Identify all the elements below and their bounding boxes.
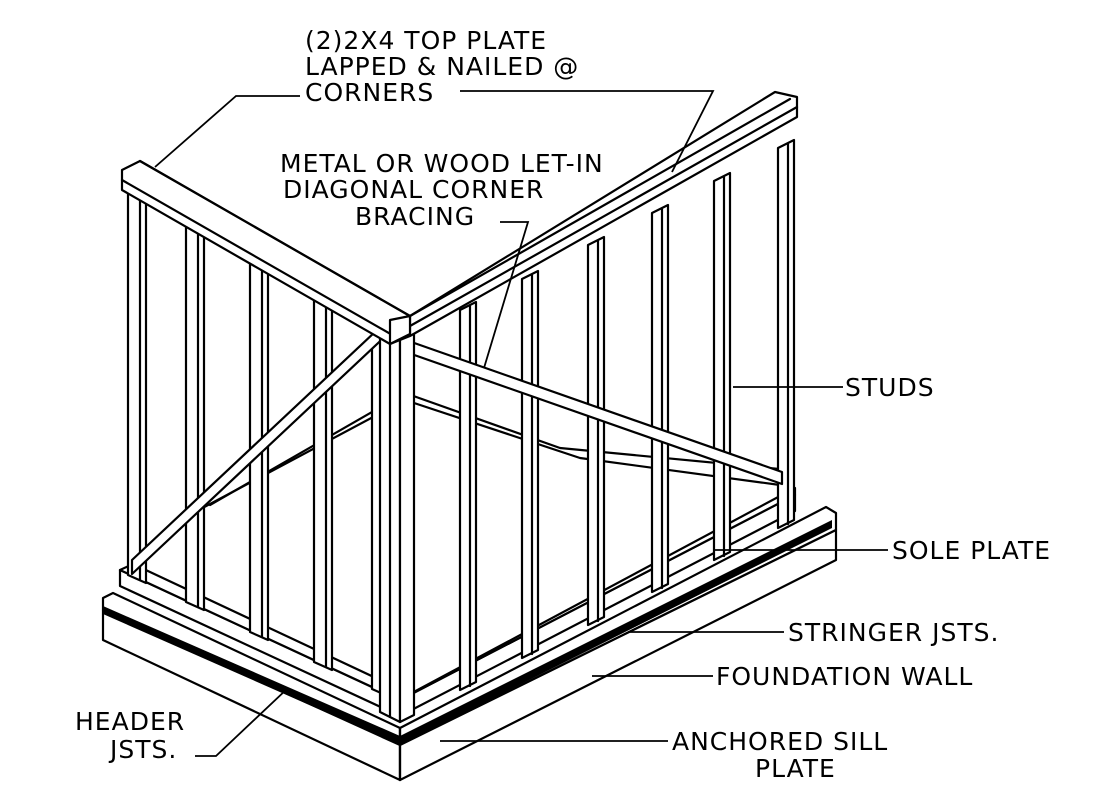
label-top-plate-line1: (2)2X4 TOP PLATE <box>305 26 547 55</box>
foundation-wall <box>101 505 838 782</box>
label-sole-plate: SOLE PLATE <box>892 536 1051 565</box>
label-bracing-line2: DIAGONAL CORNER <box>283 175 544 204</box>
label-top-plate-line2: LAPPED & NAILED @ <box>305 52 579 81</box>
label-studs: STUDS <box>845 373 935 402</box>
corner-post <box>378 320 416 724</box>
top-plate <box>120 90 799 346</box>
leader-lines <box>154 90 888 757</box>
label-bracing-line3: BRACING <box>355 202 475 231</box>
interior-floor-lines <box>178 391 792 522</box>
label-bracing-line1: METAL OR WOOD LET-IN <box>280 149 604 178</box>
label-top-plate-line3: CORNERS <box>305 78 434 107</box>
label-foundation-wall: FOUNDATION WALL <box>716 662 973 691</box>
label-sill-line1: ANCHORED SILL <box>672 727 888 756</box>
label-stringer-jsts: STRINGER JSTS. <box>788 618 999 647</box>
labels: (2)2X4 TOP PLATE LAPPED & NAILED @ CORNE… <box>75 26 1051 783</box>
label-sill-line2: PLATE <box>755 754 836 783</box>
label-header-line1: HEADER <box>75 707 185 736</box>
label-header-line2: JSTS. <box>108 735 177 764</box>
